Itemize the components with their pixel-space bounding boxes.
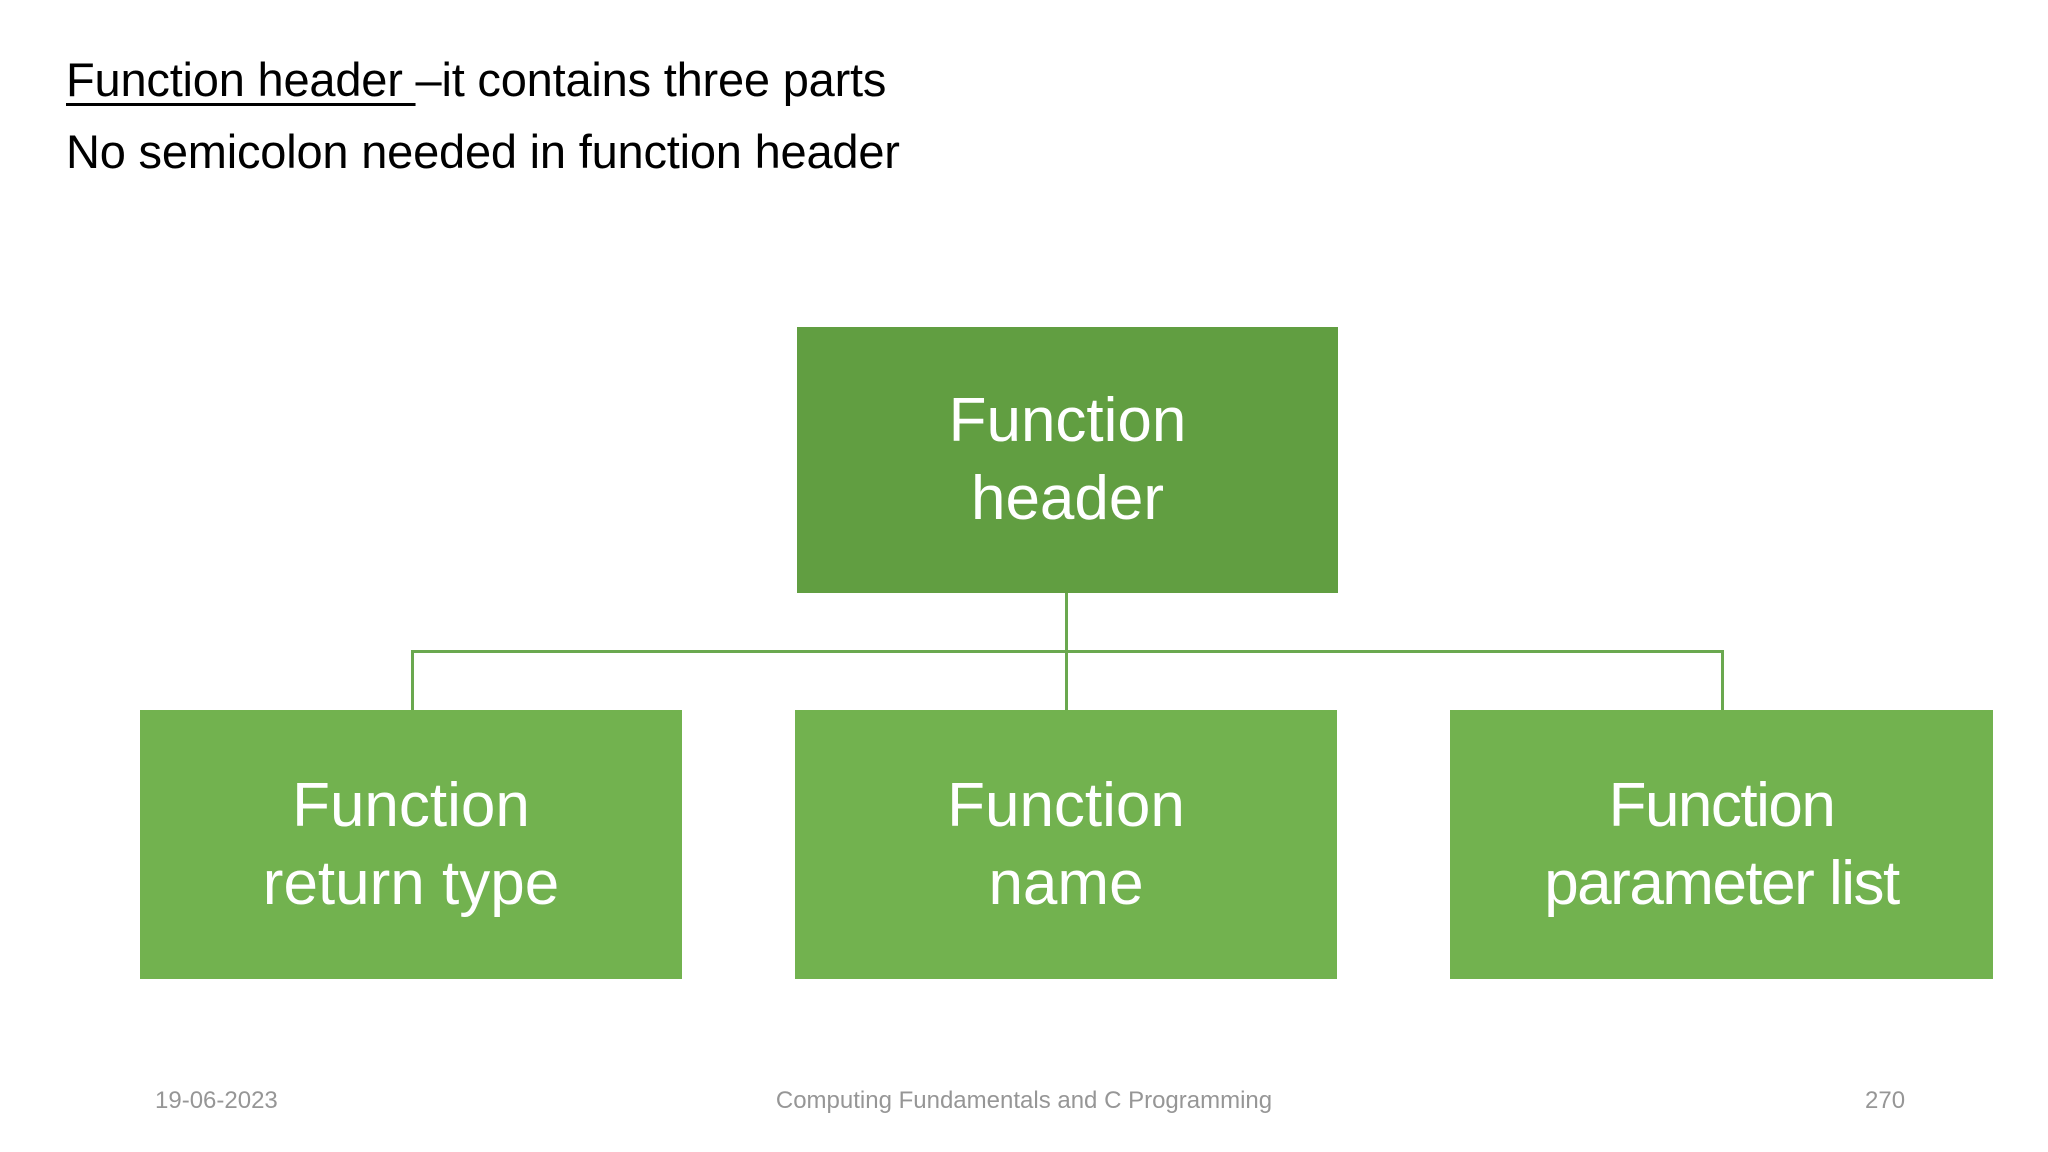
footer-course-title: Computing Fundamentals and C Programming [775,1087,1273,1114]
footer-page-number: 270 [1865,1087,1906,1114]
connector-stem-parent [1065,593,1068,652]
footer-date: 19-06-2023 [155,1087,278,1114]
connector-drop-left [411,650,414,711]
diagram-node-function-name: Function name [795,710,1337,979]
slide-footer: 19-06-2023 Computing Fundamentals and C … [0,1084,2048,1124]
connector-drop-middle [1065,650,1068,711]
connector-drop-right [1721,650,1724,711]
node-label-function-parameter-list: Function parameter list [1544,770,1900,918]
diagram-node-function-return-type: Function return type [140,710,682,979]
heading-underlined-term: Function header [66,53,416,106]
diagram-node-function-parameter-list: Function parameter list [1450,710,1993,979]
heading-line-1: Function header –it contains three parts [66,44,1766,116]
slide-heading-block: Function header –it contains three parts… [66,44,1766,188]
node-label-function-header: Function header [948,386,1187,533]
node-label-function-name: Function name [947,770,1185,918]
heading-line-1-rest: –it contains three parts [415,53,887,106]
node-label-function-return-type: Function return type [262,770,560,918]
diagram-node-function-header: Function header [797,327,1338,593]
heading-line-2: No semicolon needed in function header [66,125,900,178]
